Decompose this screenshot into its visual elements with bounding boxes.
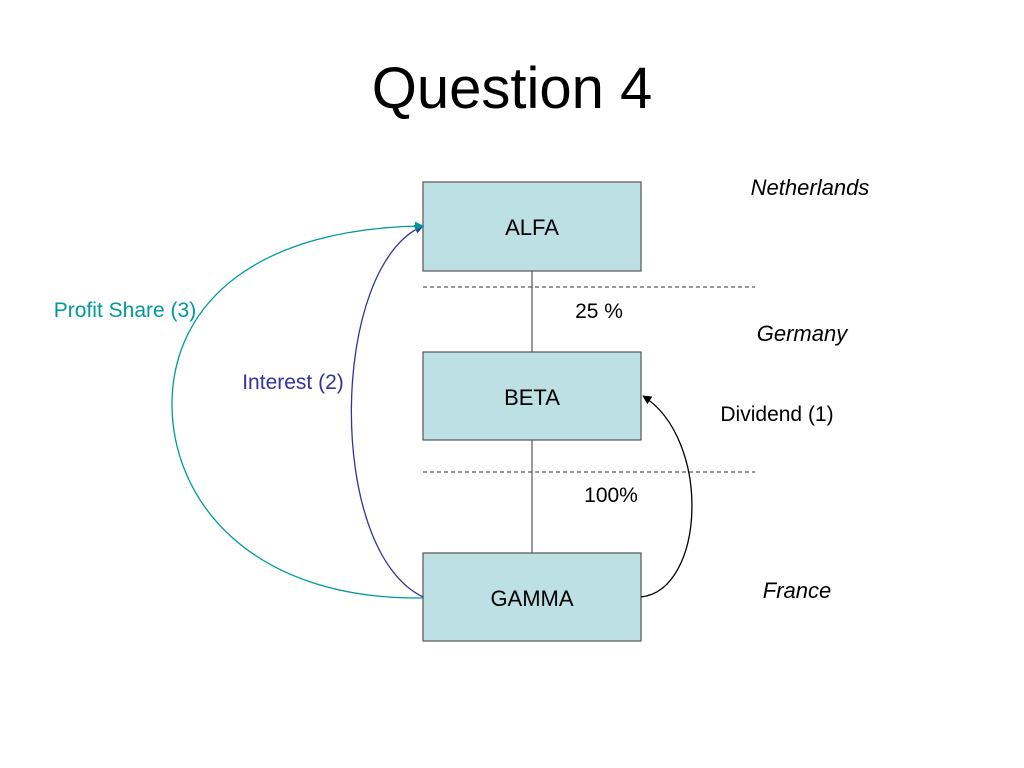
dividend-arrow (640, 395, 693, 598)
country-netherlands: Netherlands (751, 175, 870, 200)
box-alfa (422, 181, 642, 272)
country-france: France (763, 578, 831, 603)
dividend-label: Dividend (1) (720, 403, 833, 426)
interest-label: Interest (2) (242, 371, 344, 394)
country-germany: Germany (757, 321, 849, 346)
profit-share-arrow (171, 221, 424, 599)
box-beta (422, 351, 642, 441)
profit-share-label: Profit Share (3) (54, 299, 196, 322)
slide-title: Question 4 (371, 56, 653, 121)
ownership-beta-gamma: 100% (584, 484, 638, 507)
interest-arrow (350, 224, 424, 598)
ownership-alfa-beta: 25 % (575, 300, 623, 323)
beta-label: BETA (504, 385, 560, 410)
gamma-label: GAMMA (490, 586, 573, 611)
alfa-label: ALFA (505, 215, 559, 240)
